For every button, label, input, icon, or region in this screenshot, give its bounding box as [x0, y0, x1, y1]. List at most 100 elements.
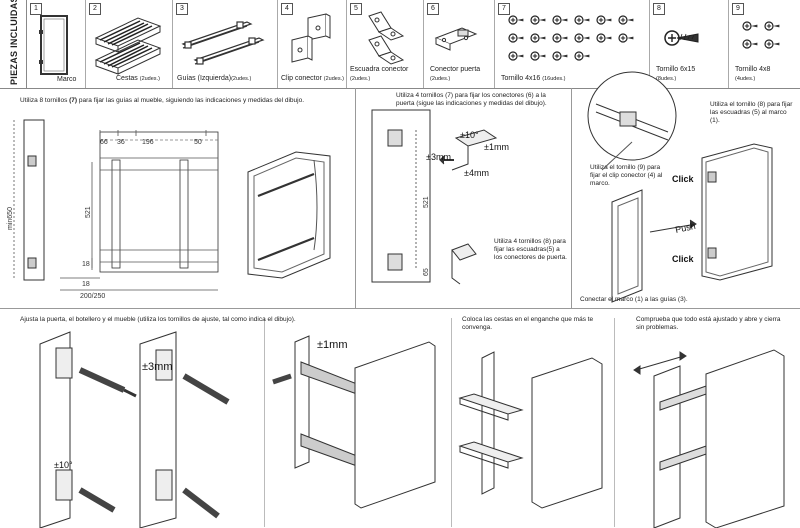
step1-instructions: Utiliza 8 tornillos (7) para fijar las g… — [20, 97, 350, 105]
part-number: 2 — [89, 3, 101, 15]
dim-66: 66 — [100, 139, 108, 146]
part-qty: (2udes.) — [231, 76, 252, 82]
screw-icon — [574, 51, 590, 61]
guide-rail-icon — [181, 21, 265, 65]
basket-icon — [94, 17, 162, 75]
screw-icon — [742, 39, 758, 49]
screw-icon — [764, 21, 780, 31]
part-8: 8 Tornillo 6x15(8udes.) — [650, 0, 729, 88]
part-name: Cestas — [116, 75, 140, 82]
dim-min650: min650 — [7, 207, 14, 230]
adj-10-deg: ±10° — [460, 130, 479, 140]
step6-drawing — [633, 349, 785, 528]
step1-text: Utiliza 8 tornillos — [20, 97, 70, 104]
part-number: 1 — [30, 3, 42, 15]
screw-icon — [574, 15, 590, 25]
bracket-icon — [368, 11, 405, 65]
step5-instructions: Coloca las cestas en el enganche que más… — [462, 316, 594, 331]
frame-icon — [39, 15, 68, 75]
adj-3mm: ±3mm — [142, 361, 172, 373]
step6-instructions: Comprueba que todo está ajustado y abre … — [636, 316, 781, 331]
click-label-bottom: Click — [672, 254, 695, 264]
part-9: 9 Tornillo 4x8 (4udes.) — [729, 0, 800, 88]
step3-instructions-b: Utiliza el tornillo (9) para fijar el cl… — [590, 164, 663, 187]
part-name: Tornillo 4x8 — [735, 66, 771, 73]
divider — [355, 88, 356, 308]
part-qty: (2udes.) — [350, 76, 371, 82]
dim-521: 521 — [85, 206, 92, 218]
part-name: Tornillo 4x16 — [501, 75, 543, 82]
part-number: 9 — [732, 3, 744, 15]
screw-6x15-icon — [664, 30, 699, 46]
dim-50: 50 — [194, 139, 202, 146]
screw-icon — [508, 33, 524, 43]
screw-icon — [530, 33, 546, 43]
divider — [451, 318, 452, 527]
part-number: 7 — [498, 3, 510, 15]
screw-icon — [552, 15, 568, 25]
screw-icon — [618, 15, 634, 25]
screw-4x16-icon — [508, 15, 634, 61]
screw-icon — [742, 21, 758, 31]
part-7: 7 Tornillo 4x16 (16udes.) — [495, 0, 650, 88]
part-number: 4 — [281, 3, 293, 15]
dim-196: 196 — [142, 139, 154, 146]
dim-18-b: 18 — [82, 281, 90, 288]
part-name: Guías (Izquierda) — [177, 75, 232, 82]
dim-18-a: 18 — [82, 261, 90, 268]
step1-text-end: para fijar las guías al mueble, siguiend… — [77, 97, 305, 104]
divider — [571, 88, 572, 308]
part-qty: (2udes.) — [139, 76, 160, 82]
step1-drawing: min650 66 36 196 50 521 18 18 200/250 — [7, 119, 331, 300]
part-3: 3 Guías (Izquierda)(2udes.) — [173, 0, 278, 88]
screw-4x8-icon — [742, 21, 780, 49]
push-label: Push — [674, 221, 696, 235]
screw-icon — [596, 15, 612, 25]
step1-ref: (7) — [69, 97, 78, 104]
adj-1mm: ±1mm — [484, 142, 509, 152]
part-name: Clip conector — [281, 75, 324, 82]
click-label-top: Click — [672, 174, 695, 184]
step5-drawing — [458, 351, 603, 509]
part-number: 3 — [176, 3, 188, 15]
part-number: 5 — [350, 3, 362, 15]
dim-200-250: 200/250 — [80, 293, 105, 300]
adj-1mm: ±1mm — [317, 339, 347, 351]
parts-title-box: PIEZAS INCLUIDAS — [0, 0, 27, 88]
parts-title: PIEZAS INCLUIDAS — [9, 0, 19, 85]
dim-36: 36 — [117, 139, 125, 146]
part-1: 1 Marco — [27, 0, 86, 88]
part-name: Conector puerta — [430, 66, 481, 73]
part-6: 6 Conector puerta (2udes.) — [424, 0, 495, 88]
adj-3mm: ±3mm — [426, 152, 451, 162]
screw-icon — [764, 39, 780, 49]
screw-icon — [508, 51, 524, 61]
part-number: 6 — [427, 3, 439, 15]
screw-icon — [618, 33, 634, 43]
part-number: 8 — [653, 3, 665, 15]
part-name: Escuadra conector — [350, 66, 409, 73]
step2-drawing: 521 65 ±10° ±1mm ±3mm ±4mm — [371, 109, 509, 285]
part-qty: (2udes.) — [430, 76, 451, 82]
screw-icon — [574, 33, 590, 43]
screw-icon — [508, 15, 524, 25]
part-5: 5 Escuadra conector (2udes.) — [347, 0, 424, 88]
step4-instructions: Ajusta la puerta, el botellero y el mueb… — [20, 316, 296, 323]
screw-icon — [530, 51, 546, 61]
screw-icon — [530, 15, 546, 25]
part-4: 4 Clip conector (2udes.) — [278, 0, 347, 88]
adj-4mm: ±4mm — [464, 168, 489, 178]
dim-65: 65 — [423, 268, 430, 276]
part-name: Tornillo 6x15 — [656, 66, 696, 73]
clip-connector-icon — [291, 13, 331, 63]
step3-drawing: Click Push Click — [587, 71, 773, 303]
dim-521: 521 — [423, 196, 430, 208]
step4-drawing-b: ±1mm — [272, 335, 436, 509]
part-qty: (4udes.) — [735, 76, 756, 82]
screw-icon — [552, 51, 568, 61]
step2-instructions: Utiliza 4 tornillos (7) para fijar los c… — [396, 92, 547, 107]
divider — [264, 318, 265, 527]
step4-drawing-a: ±10° ±3mm — [39, 331, 230, 528]
part-name: Marco — [57, 76, 77, 83]
door-connector-icon — [434, 27, 478, 51]
